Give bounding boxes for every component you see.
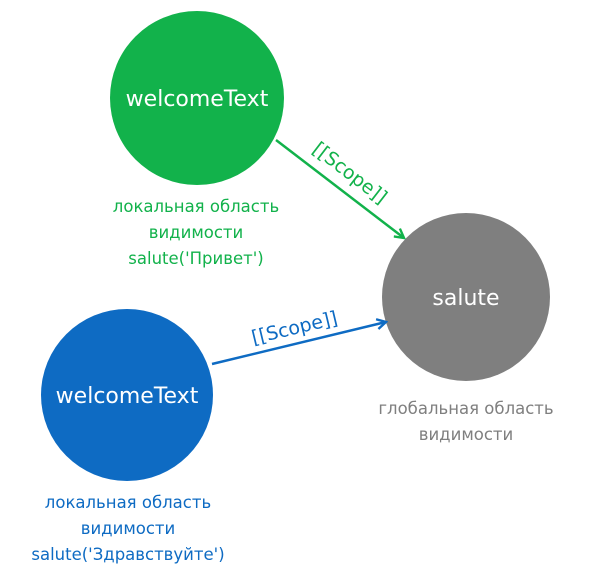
scope-arrow-green <box>275 139 404 238</box>
caption-line: salute('Здравствуйте') <box>31 545 225 564</box>
local-scope-node-blue <box>41 309 213 481</box>
caption-line: локальная область <box>44 493 212 512</box>
green-node-caption: локальная область видимости salute('Прив… <box>96 194 296 272</box>
caption-line: видимости <box>148 223 244 242</box>
caption-line: видимости <box>80 519 176 538</box>
gray-node-label: salute <box>432 286 499 311</box>
caption-line: видимости <box>418 425 514 444</box>
gray-node-caption: глобальная область видимости <box>366 396 566 448</box>
caption-line: глобальная область <box>378 399 554 418</box>
caption-line: salute('Привет') <box>128 249 264 268</box>
green-node-label: welcomeText <box>126 87 269 112</box>
local-scope-node-green <box>110 11 284 185</box>
scope-arrow-blue <box>211 322 386 366</box>
blue-node-label: welcomeText <box>56 384 199 409</box>
global-scope-node <box>382 213 550 381</box>
caption-line: локальная область <box>112 197 280 216</box>
blue-node-caption: локальная область видимости salute('Здра… <box>18 490 238 568</box>
